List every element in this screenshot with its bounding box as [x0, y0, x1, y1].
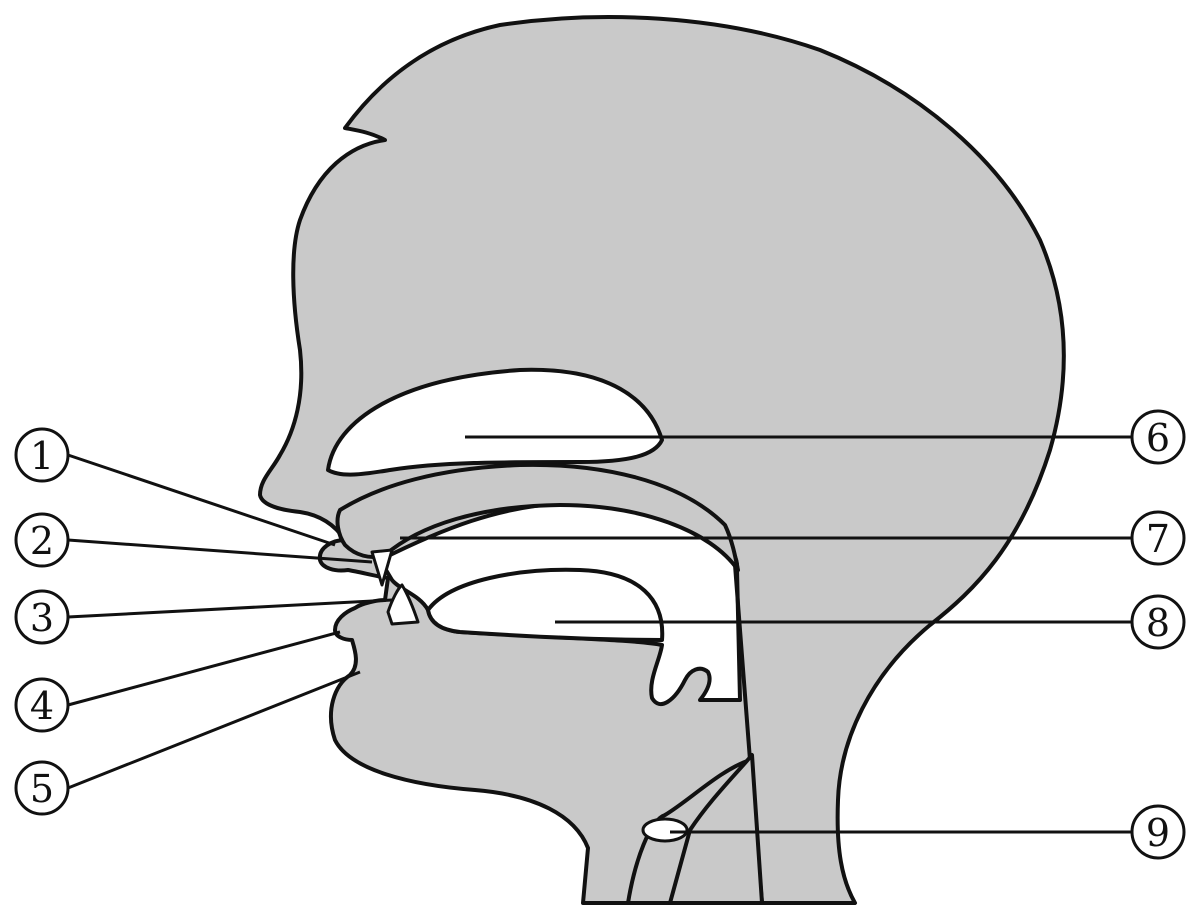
marker-9: 9	[1132, 806, 1184, 858]
leader-line-5	[68, 672, 360, 788]
marker-9-label: 9	[1146, 811, 1170, 855]
vocal-cords	[643, 819, 687, 841]
marker-5-label: 5	[30, 767, 54, 811]
marker-1-label: 1	[30, 434, 54, 478]
marker-7-label: 7	[1146, 517, 1170, 561]
marker-5: 5	[16, 762, 68, 814]
marker-6-label: 6	[1146, 416, 1170, 460]
marker-1: 1	[16, 429, 68, 481]
marker-4-label: 4	[30, 684, 54, 728]
marker-2: 2	[16, 514, 68, 566]
marker-8: 8	[1132, 596, 1184, 648]
marker-8-label: 8	[1146, 601, 1170, 645]
marker-7: 7	[1132, 512, 1184, 564]
marker-2-label: 2	[30, 519, 54, 563]
marker-3: 3	[16, 591, 68, 643]
marker-6: 6	[1132, 411, 1184, 463]
leader-line-4	[68, 632, 340, 705]
marker-3-label: 3	[30, 596, 54, 640]
marker-4: 4	[16, 679, 68, 731]
